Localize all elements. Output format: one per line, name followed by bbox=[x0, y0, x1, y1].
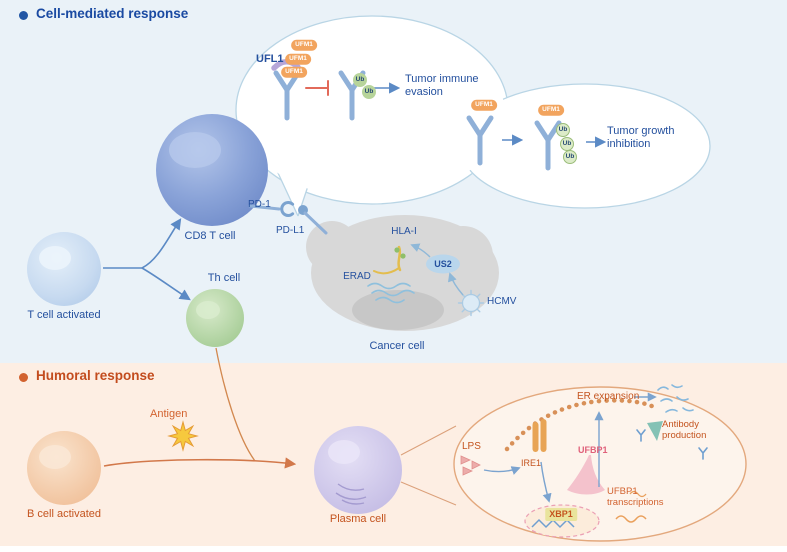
antigen-starburst-icon bbox=[167, 420, 199, 452]
evasion-label: Tumor immune evasion bbox=[405, 73, 479, 98]
er-membrane-squiggles bbox=[367, 282, 415, 304]
cd8-label: CD8 T cell bbox=[184, 230, 236, 242]
inhibition-t-bar bbox=[305, 80, 329, 96]
ufm1-tag-5: UFM1 bbox=[538, 104, 564, 116]
cell-mediated-title: Cell-mediated response bbox=[36, 6, 189, 21]
t-cell-differentiation-arrows bbox=[103, 218, 191, 301]
ub-tag-2: Ub bbox=[362, 85, 376, 99]
lps-triangles-icon bbox=[460, 455, 481, 476]
th-to-bcell-line bbox=[215, 347, 256, 462]
ufbp1-label: UFBP1 bbox=[578, 445, 608, 455]
pd1-pdl1-junction bbox=[248, 201, 328, 235]
er-expansion-label: ER expansion bbox=[577, 391, 640, 402]
xbp1-label: XBP1 bbox=[545, 508, 577, 521]
pd1-receptor-cup bbox=[280, 201, 295, 217]
cd8-t-cell bbox=[156, 114, 268, 226]
pd1-label: PD-1 bbox=[248, 199, 271, 210]
antibody-y-icons bbox=[636, 429, 708, 460]
hcmv-to-us2-arrow bbox=[447, 272, 464, 296]
receptor-single-ufm1 bbox=[466, 115, 494, 166]
hcmv-label: HCMV bbox=[487, 296, 517, 307]
ub-tag-5: Ub bbox=[563, 150, 577, 164]
secretion-cone-icon bbox=[647, 421, 663, 441]
humoral-bullet bbox=[19, 373, 28, 382]
ub-tag-4: Ub bbox=[560, 137, 574, 151]
hla-molecule-icon bbox=[373, 245, 406, 275]
ufbp1-trumpet-shape bbox=[567, 455, 605, 495]
lps-label: LPS bbox=[462, 441, 481, 452]
cancer-label: Cancer cell bbox=[369, 340, 425, 352]
ire1-to-xbp1-arrow bbox=[540, 461, 552, 503]
antibody-production-label: Antibody production bbox=[662, 419, 707, 442]
hla-label: HLA-I bbox=[391, 226, 417, 237]
xbp1-dashed-ellipse bbox=[524, 504, 600, 538]
callout-connector-lines bbox=[400, 425, 457, 506]
er-membrane-beads bbox=[504, 398, 659, 452]
t-cell-activated bbox=[27, 232, 101, 306]
lps-to-ire1-arrow bbox=[483, 466, 521, 475]
ufm1-tag-2: UFM1 bbox=[285, 53, 311, 65]
cancer-nucleus bbox=[352, 290, 444, 330]
us2-to-hla-arrow bbox=[410, 243, 431, 258]
pdl1-label: PD-L1 bbox=[276, 225, 305, 236]
ire1-receptor-dimer bbox=[532, 419, 547, 452]
plasma-cell bbox=[314, 426, 402, 514]
us2-label: US2 bbox=[434, 259, 452, 269]
plasma-er-squiggles bbox=[335, 483, 367, 505]
antigen-label: Antigen bbox=[150, 408, 188, 420]
b-cell-label: B cell activated bbox=[27, 508, 101, 520]
plasma-cell-magnified-ellipse bbox=[453, 386, 747, 542]
th-cell bbox=[186, 289, 244, 347]
th-label: Th cell bbox=[207, 272, 241, 284]
bcell-to-plasma-arrow bbox=[103, 457, 297, 469]
hcmv-virus-icon bbox=[457, 289, 485, 317]
transcript-squiggle-2 bbox=[629, 490, 647, 498]
inhibition-label: Tumor growth inhibition bbox=[607, 125, 675, 150]
ufm1-tag-4: UFM1 bbox=[471, 99, 497, 111]
erad-label: ERAD bbox=[343, 271, 371, 282]
cancer-cell bbox=[306, 215, 499, 331]
ub-tag-1: Ub bbox=[353, 73, 367, 87]
ufbp1-transcriptions-label: UFBP1 transcriptions bbox=[607, 486, 664, 509]
ufm1-tag-1: UFM1 bbox=[291, 39, 317, 51]
humoral-title: Humoral response bbox=[36, 368, 155, 383]
b-cell-activated bbox=[27, 431, 101, 505]
ufm1-tag-3: UFM1 bbox=[281, 66, 307, 78]
cell-mediated-bullet bbox=[19, 11, 28, 20]
ufl1-label: UFL1 bbox=[256, 53, 284, 65]
t-cell-label: T cell activated bbox=[27, 309, 101, 321]
ire1-label: IRE1 bbox=[521, 458, 542, 468]
expanded-er-squiggles bbox=[657, 384, 694, 413]
plasma-label: Plasma cell bbox=[329, 513, 387, 525]
transcript-squiggle-1 bbox=[615, 515, 647, 523]
us2-protein-oval bbox=[426, 254, 460, 274]
ub-tag-3: Ub bbox=[556, 123, 570, 137]
